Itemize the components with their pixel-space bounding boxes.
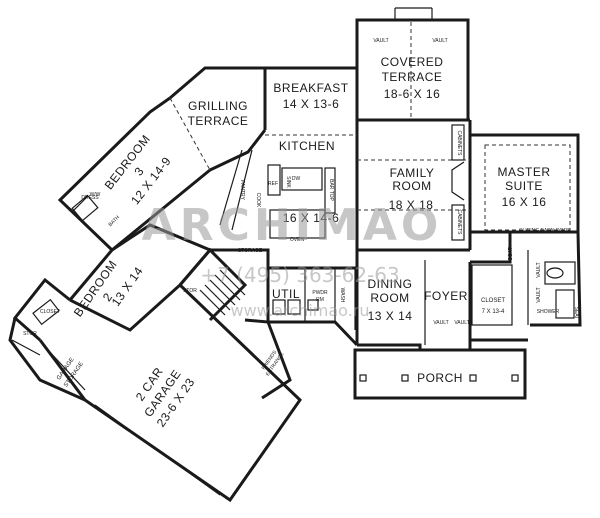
barn-door-label: SLIDING BARN DOOR — [519, 228, 571, 234]
oven-label: OVEN — [290, 237, 305, 243]
util-label: UTIL — [272, 287, 300, 301]
covered-terrace-label-2: TERRACE — [382, 70, 443, 84]
master-bath — [468, 231, 582, 342]
cabinets-label: CABINETS — [456, 209, 462, 235]
kitchen-dims: 16 X 14-6 — [283, 211, 340, 225]
closet-small-label: CLOSET — [40, 309, 60, 315]
watermark-site: www.archimao.ru — [231, 301, 370, 320]
dining-room-label-1: DINING — [368, 277, 413, 291]
kitchen-breakfast-walls — [209, 66, 359, 250]
storage-label: STORAGE — [238, 248, 263, 254]
vault-label: VAULT — [373, 38, 388, 44]
family-room-label-2: ROOM — [392, 179, 431, 193]
garage-walls — [8, 283, 302, 503]
watermark-brand: ARCHIMAO — [142, 200, 443, 251]
small-annotations: PANTRY SINK BAR TOP OVEN STORAGE DRESS B… — [23, 176, 579, 337]
watermark: ARCHIMAO +7 (495) 363-62-63 www.archimao… — [142, 200, 443, 320]
ww-label: W/W — [90, 192, 101, 198]
covered-terrace-dims: 18-6 X 16 — [384, 87, 441, 101]
closet-dims: 7 X 13-4 — [482, 309, 505, 315]
dining-room-dims: 13 X 14 — [368, 309, 413, 323]
bedroom-3-walls — [57, 96, 211, 253]
bar-top-label: BAR TOP — [328, 179, 334, 201]
seat-label: SEAT — [573, 307, 579, 320]
room-labels: VAULT VAULT COVERED TERRACE 18-6 X 16 BR… — [56, 38, 550, 430]
covered-terrace-label-1: COVERED — [381, 55, 444, 69]
family-room-label-1: FAMILY — [390, 166, 435, 180]
dw-label: DW — [292, 176, 301, 182]
bedroom-2-walls — [12, 223, 213, 342]
coat-label: COAT — [508, 247, 514, 261]
stor-label: STOR — [183, 288, 197, 294]
vault-label: VAULT — [536, 287, 542, 302]
kitchen-label: KITCHEN — [279, 139, 335, 153]
pwdr-label-2: RM — [316, 297, 324, 303]
grilling-terrace-label-1: GRILLING — [188, 99, 248, 113]
util-area — [210, 248, 359, 347]
grilling-terrace — [169, 66, 265, 171]
vault-label: VAULT — [433, 320, 448, 326]
breakfast-dims: 14 X 13-6 — [283, 97, 340, 111]
foyer-label: FOYER — [424, 289, 468, 303]
pantry-label: PANTRY — [239, 180, 245, 200]
vault-label: VAULT — [432, 38, 447, 44]
vault-label: VAULT — [454, 320, 469, 326]
stor-label: STOR — [23, 331, 37, 337]
closet-label: CLOSET — [481, 298, 505, 304]
master-suite-dims: 16 X 16 — [502, 195, 547, 209]
porch-label: PORCH — [417, 371, 463, 385]
master-suite-label-2: SUITE — [505, 179, 543, 193]
sink-label: SINK — [285, 176, 291, 188]
family-room-walls — [357, 118, 472, 250]
family-room-dims: 18 X 18 — [389, 198, 434, 212]
bath-label: BATH — [108, 214, 122, 228]
ref-label: REF — [268, 181, 278, 187]
pwdr-label-1: PWDR — [312, 290, 328, 296]
grilling-terrace-label-2: TERRACE — [188, 114, 249, 128]
watermark-phone: +7 (495) 363-62-63 — [200, 263, 399, 287]
master-suite-walls — [470, 133, 580, 234]
dresser-label: DRESS — [81, 195, 99, 201]
shower-label: SHOWER — [537, 309, 560, 315]
breakfast-label: BREAKFAST — [273, 81, 348, 95]
cook-label: COOK — [255, 193, 261, 208]
wash-label: WASH — [339, 288, 345, 303]
cabinets-label: CABINETS — [456, 130, 462, 156]
dining-room-label-2: ROOM — [370, 291, 409, 305]
master-suite-label-1: MASTER — [497, 165, 550, 179]
vault-label: VAULT — [536, 262, 542, 277]
porch — [353, 348, 527, 400]
